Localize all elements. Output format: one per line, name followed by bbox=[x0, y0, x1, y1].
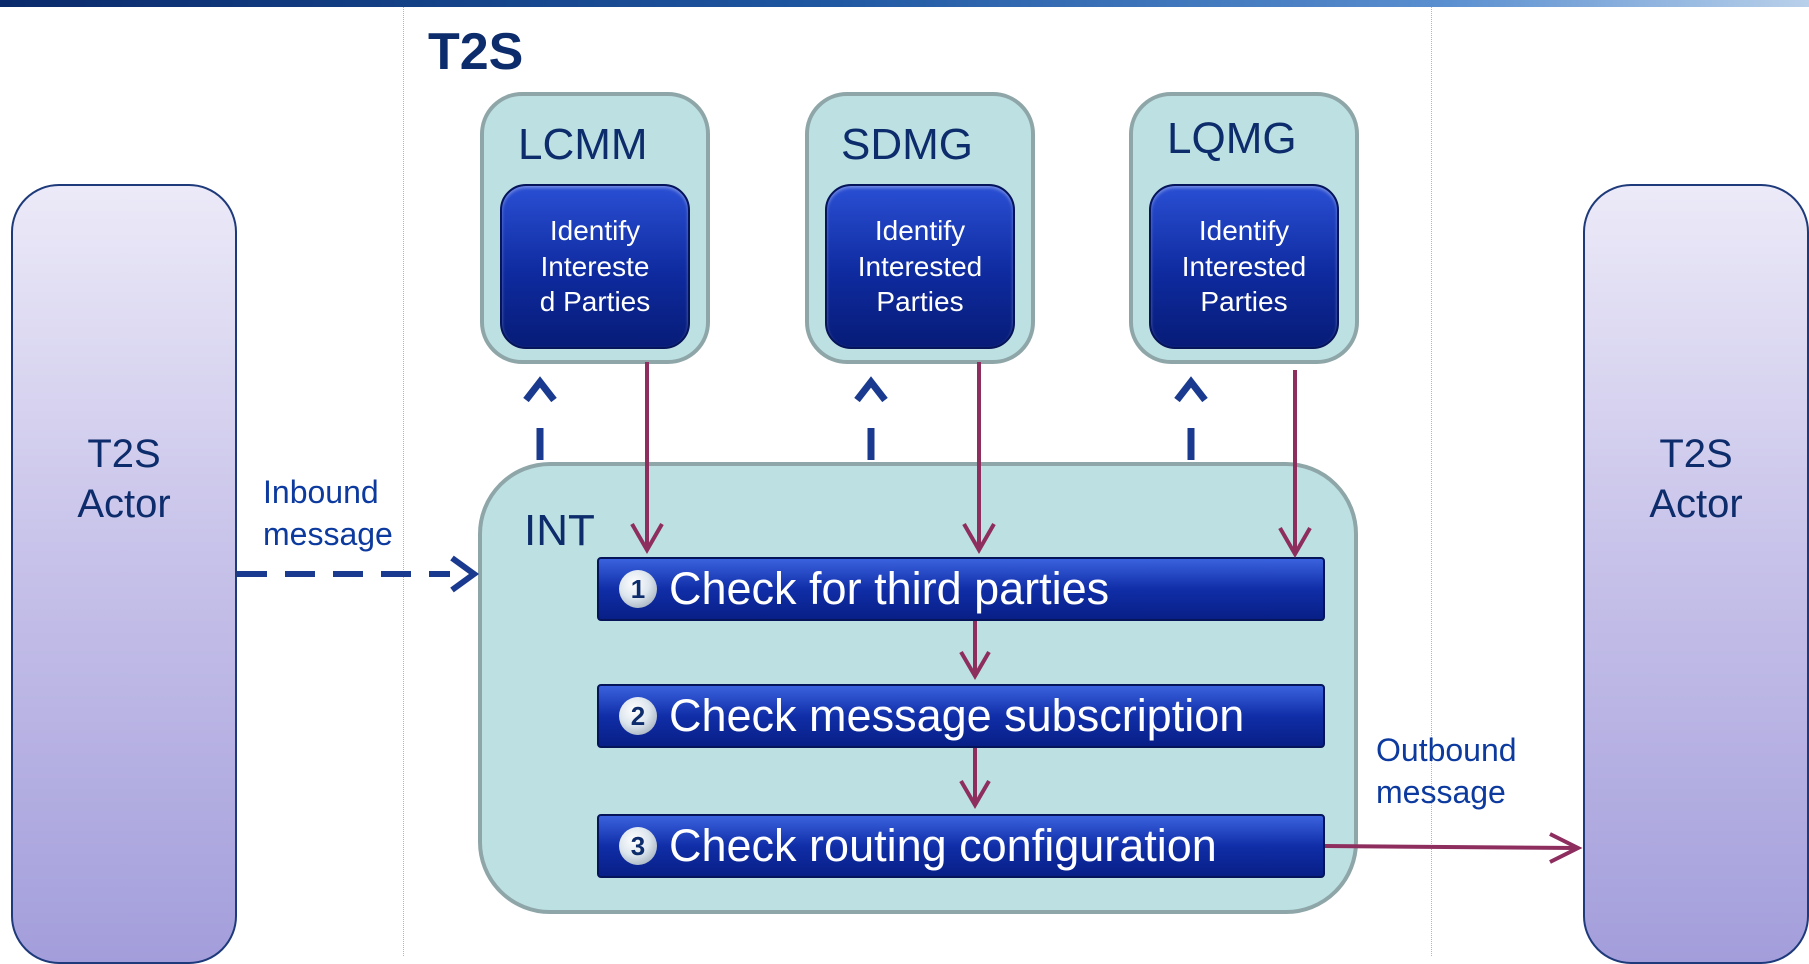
outbound-message-label: Outbound message bbox=[1376, 732, 1517, 810]
module-sdmg-task-label: Identify Interested Parties bbox=[857, 214, 983, 318]
module-lcmm-label: LCMM bbox=[518, 120, 648, 169]
module-lcmm-task-label: Identify Intereste d Parties bbox=[539, 214, 651, 318]
module-lcmm-task: Identify Intereste d Parties bbox=[500, 184, 690, 349]
actor-right-label: T2S Actor bbox=[1649, 432, 1743, 526]
module-lqmg-task-label: Identify Interested Parties bbox=[1181, 214, 1307, 318]
step-check-routing-configuration: 3 Check routing configuration bbox=[597, 814, 1325, 878]
module-lcmm: LCMM Identify Intereste d Parties bbox=[480, 92, 710, 364]
step-1-badge: 1 bbox=[619, 570, 657, 608]
module-sdmg: SDMG Identify Interested Parties bbox=[805, 92, 1035, 364]
actor-left-label: T2S Actor bbox=[77, 432, 171, 526]
up-arrow-sdmg-head bbox=[854, 376, 888, 403]
inbound-message-label: Inbound message bbox=[263, 474, 393, 552]
step-check-third-parties: 1 Check for third parties bbox=[597, 557, 1325, 621]
column-divider-left bbox=[403, 7, 404, 956]
module-lqmg-task: Identify Interested Parties bbox=[1149, 184, 1339, 349]
up-arrow-lcmm-head bbox=[523, 376, 557, 403]
top-banner bbox=[0, 0, 1809, 7]
step-3-label: Check routing configuration bbox=[669, 820, 1217, 871]
inbound-arrow bbox=[237, 555, 480, 593]
module-sdmg-task: Identify Interested Parties bbox=[825, 184, 1015, 349]
upward-request-arrows bbox=[523, 376, 1208, 460]
outbound-arrow bbox=[1324, 832, 1583, 864]
actor-right: T2S Actor bbox=[1583, 184, 1809, 964]
int-label: INT bbox=[524, 506, 595, 555]
up-arrow-lqmg-head bbox=[1174, 376, 1208, 403]
diagram-title: T2S bbox=[428, 23, 524, 81]
step-check-message-subscription: 2 Check message subscription bbox=[597, 684, 1325, 748]
column-divider-right bbox=[1431, 7, 1432, 956]
module-lqmg-label: LQMG bbox=[1167, 114, 1297, 163]
module-lqmg: LQMG Identify Interested Parties bbox=[1129, 92, 1359, 364]
step-2-badge: 2 bbox=[619, 697, 657, 735]
step-connectors bbox=[959, 621, 991, 809]
downward-result-arrows bbox=[630, 362, 1312, 559]
step-1-label: Check for third parties bbox=[669, 563, 1110, 614]
module-sdmg-label: SDMG bbox=[841, 120, 973, 169]
actor-left: T2S Actor bbox=[11, 184, 237, 964]
step-2-label: Check message subscription bbox=[669, 690, 1245, 741]
step-3-badge: 3 bbox=[619, 827, 657, 865]
